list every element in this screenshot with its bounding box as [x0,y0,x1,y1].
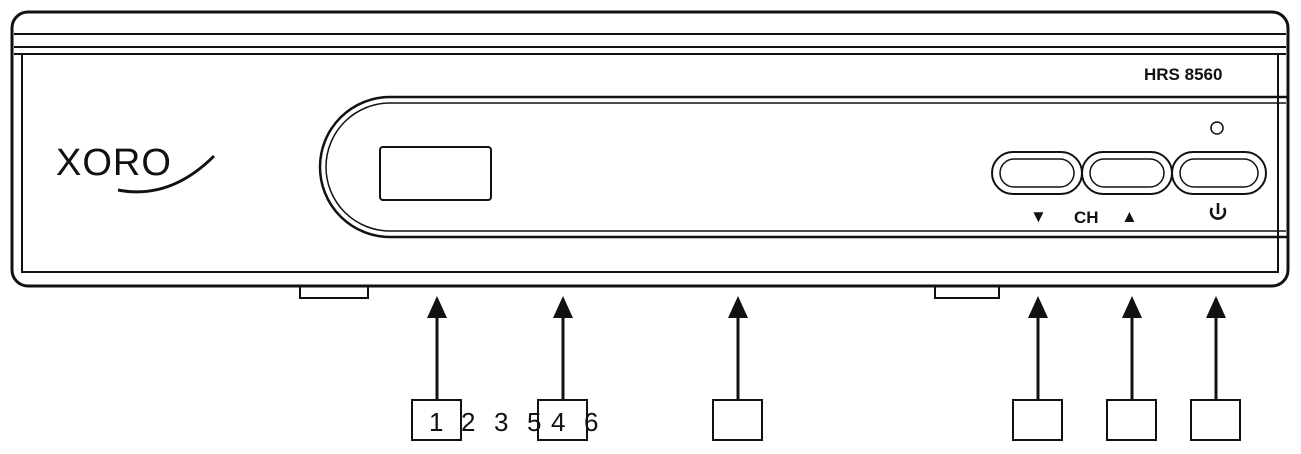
standby-led [1210,121,1224,135]
model-number: HRS 8560 [1144,65,1222,84]
foot-right [934,285,1000,299]
arrow-display-right [553,296,573,400]
display-window-inner [325,102,1286,232]
channel-up-button[interactable] [1081,151,1173,195]
callout-box-2 [537,399,588,441]
callout-box-4 [1012,399,1063,441]
receiver-body [10,10,1290,299]
callout-number: 2 [461,407,475,437]
display-window [318,95,1288,239]
display-window-outer [318,95,1288,239]
outer-casing [10,10,1290,288]
callout-number: 4 [551,407,565,437]
callout-numbers: 1 2 3 5 4 6 [429,407,598,437]
callout-box-6 [1190,399,1241,441]
channel-down-button[interactable] [991,151,1083,195]
brand-logo-swoosh [117,154,216,194]
callout-number: 6 [584,407,598,437]
arrow-panel-center [728,296,748,400]
callout-number: 3 [494,407,508,437]
callout-number: 1 [429,407,443,437]
power-button[interactable] [1171,151,1267,195]
channel-down-icon: ▼ [1030,207,1047,226]
brand-logo-text: XORO [56,142,172,184]
callout-box-5 [1106,399,1157,441]
callout-boxes [411,399,1241,441]
led-display [379,146,492,201]
arrow-channel-down [1028,296,1048,400]
channel-up-icon: ▲ [1121,207,1138,226]
callout-arrows [427,296,1226,400]
callout-number: 5 [527,407,541,437]
foot-left [299,285,369,299]
brand-logo: XORO [56,142,216,194]
arrow-display-left [427,296,447,400]
arrow-power [1206,296,1226,400]
power-icon [1209,203,1227,220]
channel-label: CH [1074,208,1099,227]
callout-box-3 [712,399,763,441]
front-buttons [991,151,1267,195]
arrow-channel-up [1122,296,1142,400]
front-panel [21,53,1279,273]
callout-box-1 [411,399,462,441]
